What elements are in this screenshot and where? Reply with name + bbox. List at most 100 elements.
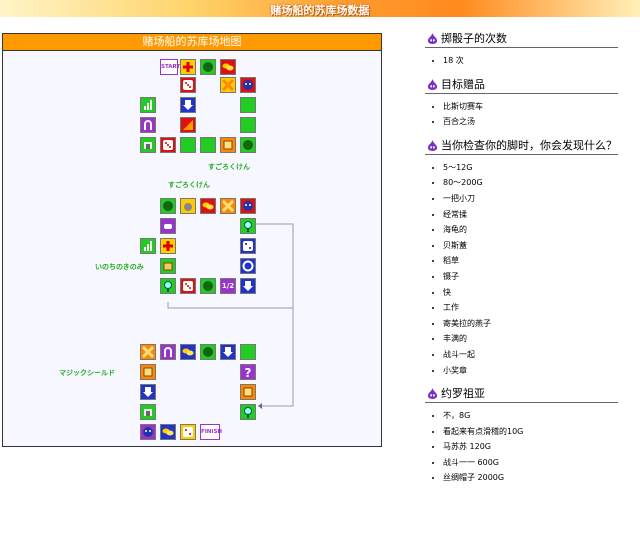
mag-icon: [141, 118, 155, 132]
board-tile-cross: [220, 198, 236, 214]
list-item: 战斗一起: [443, 347, 618, 363]
page-title: 赌场船的苏库场数据: [270, 4, 370, 17]
monster-icon: [241, 78, 255, 92]
plus-icon: [181, 60, 195, 74]
board-tile-gold: [220, 59, 236, 75]
green-icon: [241, 118, 255, 132]
board-tile-medal: [240, 404, 256, 420]
board-tile-medal: [160, 278, 176, 294]
dice-half-label: 1/2: [221, 282, 235, 290]
callout-magic-shield: マジックシールド: [59, 369, 115, 377]
star-icon: [241, 138, 255, 152]
section-list: 5～12G80～200G一把小刀经常揉海龟的贝斯蓋稻草镊子快工作寄美拉的燕子丰满…: [425, 160, 618, 378]
board-tile-star: [200, 59, 216, 75]
board-tile-mag: [160, 344, 176, 360]
board-tile-shop: [140, 137, 156, 153]
list-item: 战斗一一 600G: [443, 455, 618, 471]
board-tile-star: [160, 198, 176, 214]
ring-icon: [241, 259, 255, 273]
board-tile-ring: [240, 258, 256, 274]
diceb-icon: [241, 239, 255, 253]
board-tile-green: [240, 117, 256, 133]
list-item: 小奖章: [443, 363, 618, 379]
list-item: 一把小刀: [443, 191, 618, 207]
callout-sugoroku-1: すごろくけん: [208, 163, 250, 171]
monsterp-icon: [141, 425, 155, 439]
board-tile-gold: [200, 198, 216, 214]
quest-icon: ?: [241, 365, 255, 379]
board-tile-plus: [160, 238, 176, 254]
info-column: 掷骰子的次数18 次目标赠品比斯切赛车百合之汤当你检查你的脚时，你会发现什么？5…: [425, 30, 618, 493]
fire-icon: [181, 118, 195, 132]
board-tile-cross: [140, 344, 156, 360]
board-tile-crossy: [220, 77, 236, 93]
chest-icon: [241, 385, 255, 399]
board-tile-star: [200, 344, 216, 360]
board-tile-dice: [160, 137, 176, 153]
board-tile-diceb: [240, 238, 256, 254]
callout-inochi: いのちのきのみ: [95, 263, 144, 271]
board-tile-dice: [180, 77, 196, 93]
board-tile-green: [200, 137, 216, 153]
board-tile-bars: [140, 97, 156, 113]
medal-icon: [161, 279, 175, 293]
svg-text:?: ?: [245, 366, 252, 379]
dice-icon: [181, 78, 195, 92]
board-tile-star: [200, 278, 216, 294]
chest-icon: [141, 365, 155, 379]
board-tile-chest: [220, 137, 236, 153]
star-icon: [201, 279, 215, 293]
board-tile-down: [240, 278, 256, 294]
board-tile-green: [180, 137, 196, 153]
star-icon: [201, 60, 215, 74]
shop-icon: [141, 405, 155, 419]
board-tile-green: [240, 344, 256, 360]
section-title: 掷骰子的次数: [425, 30, 618, 48]
cross-icon: [141, 345, 155, 359]
board-tile-star: [240, 137, 256, 153]
top-title-bar: 赌场船的苏库场数据: [0, 0, 640, 17]
dice-icon: [161, 138, 175, 152]
board-tile-down: [180, 97, 196, 113]
board-tile-half: 1/2: [220, 278, 236, 294]
list-item: 海龟的: [443, 222, 618, 238]
board-tile-goldb: [180, 344, 196, 360]
board-tile-bars: [140, 238, 156, 254]
board-tile-monster: [240, 198, 256, 214]
board-tile-dicey: [180, 424, 196, 440]
section-title: 目标赠品: [425, 76, 618, 94]
section-title: 约罗祖亚: [425, 385, 618, 404]
list-item: 镊子: [443, 269, 618, 285]
list-item: 经常揉: [443, 207, 618, 223]
board-tile-monster: [240, 77, 256, 93]
list-item: 5～12G: [443, 160, 618, 176]
board-tile-plus: [180, 59, 196, 75]
dicey-icon: [181, 425, 195, 439]
bars-icon: [141, 239, 155, 253]
star-icon: [161, 199, 175, 213]
medal-icon: [241, 405, 255, 419]
green-icon: [241, 98, 255, 112]
list-item: 丝绸帽子 2000G: [443, 470, 618, 486]
chestg-icon: [161, 259, 175, 273]
board-tile-finish: FINISH: [200, 424, 222, 440]
green-icon: [181, 138, 195, 152]
board-tile-chestg: [160, 258, 176, 274]
mag-icon: [161, 345, 175, 359]
section-title-text: 约罗祖亚: [441, 387, 485, 401]
list-item: 快: [443, 285, 618, 301]
list-item: 马苏苏 120G: [443, 439, 618, 455]
section-title-text: 目标赠品: [441, 77, 485, 91]
board-tile-chest: [240, 384, 256, 400]
board-tile-down: [140, 384, 156, 400]
green-icon: [201, 138, 215, 152]
slime-icon: [427, 139, 438, 151]
list-item: 稻草: [443, 253, 618, 269]
gold-icon: [201, 199, 215, 213]
down-icon: [221, 345, 235, 359]
board-tile-medal: [240, 218, 256, 234]
cross-icon: [221, 199, 235, 213]
board-tile-green: [240, 97, 256, 113]
gold-icon: [221, 60, 235, 74]
